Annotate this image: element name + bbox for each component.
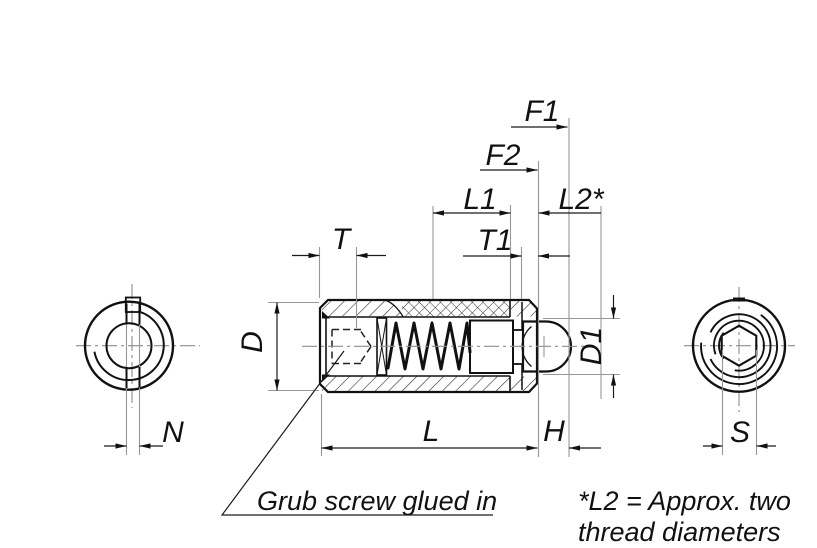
thread-arc-2: [709, 313, 772, 379]
hatch-bottom-band: [322, 376, 510, 391]
dim-label-l1: L1: [463, 183, 496, 216]
dim-label-l: L: [423, 415, 440, 448]
knurl-hatch-2: [402, 300, 510, 317]
notes: Grub screw glued in *L2 = Approx. two th…: [220, 350, 791, 547]
hatch-top-band: [322, 301, 403, 316]
leader-line: [220, 350, 493, 516]
dimensions: T T1 L1 L2* F1 F2 D D1: [104, 95, 776, 457]
outer-circle: [83, 300, 175, 391]
left-end-view: [76, 284, 200, 455]
dim-label-h: H: [543, 415, 565, 448]
thread-arc-3: [713, 319, 765, 372]
note-l2-line1: *L2 = Approx. two: [578, 486, 791, 516]
dim-label-d1: D1: [575, 327, 608, 365]
inner-circle: [105, 322, 153, 370]
slot-depth-arc: [93, 310, 165, 382]
compression-spring: [386, 321, 472, 371]
section-view: [302, 298, 590, 394]
dim-label-f1: F1: [524, 95, 559, 128]
thrust-pin-dome: [521, 320, 573, 373]
hex-socket: [720, 324, 758, 367]
dim-label-s: S: [730, 416, 750, 449]
dim-label-n: N: [162, 416, 184, 449]
grub-screw-hidden-socket: [331, 328, 372, 365]
dim-label-d: D: [236, 331, 269, 353]
thread-arc-1: [700, 314, 778, 385]
slot-notch: [124, 296, 142, 313]
dim-label-l2: L2*: [558, 183, 604, 216]
dim-label-f2: F2: [485, 139, 520, 172]
note-l2-line2: thread diameters: [578, 517, 781, 547]
note-grub-screw: Grub screw glued in: [257, 486, 497, 516]
dim-label-t1: T1: [477, 224, 512, 257]
right-end-view: [684, 287, 795, 412]
dim-label-t: T: [332, 223, 353, 256]
